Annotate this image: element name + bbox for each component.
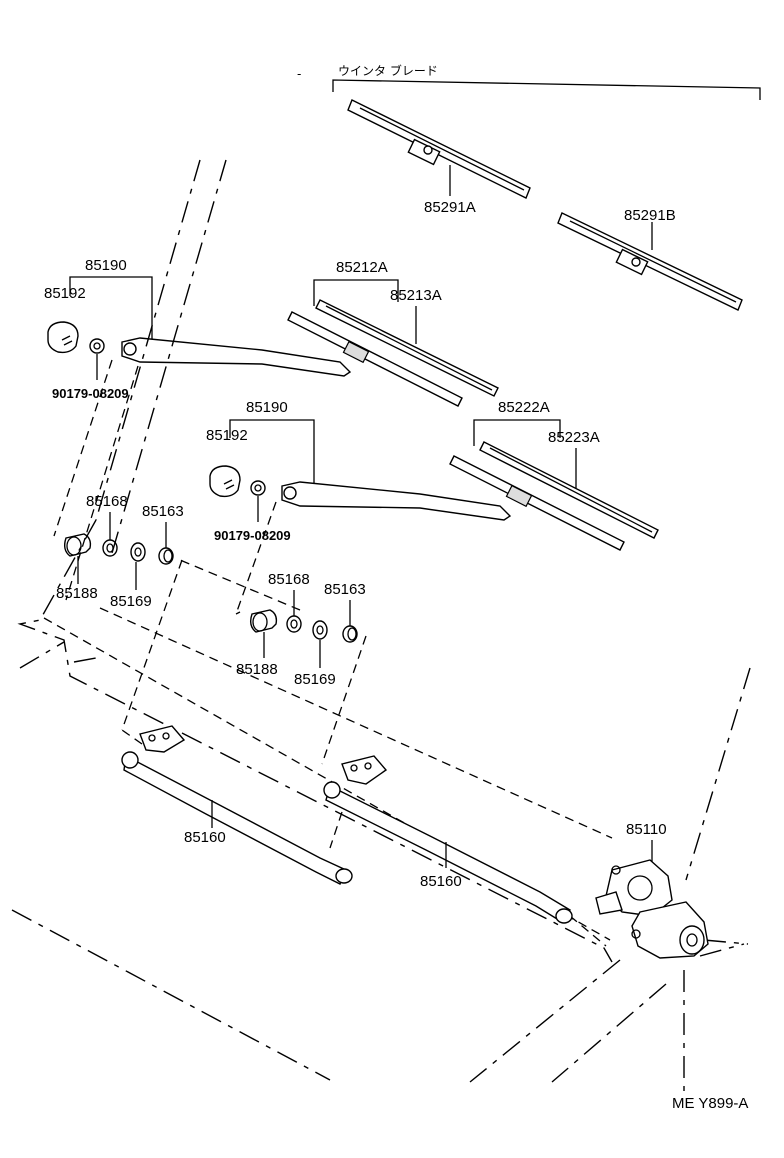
label-85163-left: 85163 [142, 503, 184, 520]
header-bracket: - ウインタ ブレード [297, 63, 761, 100]
label-90179-right: 90179-08209 [214, 528, 291, 543]
bracket-85222a [473, 419, 561, 446]
vehicle-body-outline [11, 159, 751, 1092]
label-85212a: 85212A [336, 259, 388, 276]
assembly-guide-lines [43, 359, 613, 947]
label-85169-right: 85169 [294, 671, 336, 688]
wiper-motor-85110[interactable] [595, 859, 709, 959]
label-85168-left: 85168 [86, 493, 128, 510]
bracket-85190-left [69, 276, 153, 340]
cap-85192-right[interactable] [209, 465, 241, 498]
label-85192-left: 85192 [44, 285, 86, 302]
label-85190-left: 85190 [85, 257, 127, 274]
label-90179-left: 90179-08209 [52, 386, 129, 401]
label-85168-right: 85168 [268, 571, 310, 588]
label-85291a: 85291A [424, 199, 476, 216]
label-85213a: 85213A [390, 287, 442, 304]
wiper-arm-left[interactable] [121, 337, 352, 377]
label-85192-right: 85192 [206, 427, 248, 444]
label-85160-left: 85160 [184, 829, 226, 846]
label-85110: 85110 [626, 821, 667, 838]
wiper-link-left[interactable] [121, 725, 353, 885]
washer-85169-left[interactable] [130, 542, 146, 562]
label-85188-left: 85188 [56, 585, 98, 602]
ring-85163-right[interactable] [342, 625, 358, 643]
label-85291b: 85291B [624, 207, 676, 224]
diagram-code: ME Y899-A [672, 1095, 748, 1112]
label-85190-right: 85190 [246, 399, 288, 416]
washer-85168-left[interactable] [102, 539, 118, 557]
wiper-blade-left[interactable] [287, 299, 499, 407]
bracket-85190-right [229, 419, 315, 484]
washer-85168-right[interactable] [286, 615, 302, 633]
label-85163-right: 85163 [324, 581, 366, 598]
blade-rubber-a[interactable] [347, 99, 531, 199]
label-85222a: 85222A [498, 399, 550, 416]
nut-90179-right[interactable] [250, 480, 266, 496]
label-85160-right: 85160 [420, 873, 462, 890]
cap-85192-left[interactable] [47, 321, 79, 354]
wiper-blade-right[interactable] [449, 441, 659, 551]
label-85223a: 85223A [548, 429, 600, 446]
label-85188-right: 85188 [236, 661, 278, 678]
nut-90179-left[interactable] [89, 338, 105, 354]
svg-text:-: - [297, 67, 301, 81]
ring-85163-left[interactable] [158, 547, 174, 565]
label-85169-left: 85169 [110, 593, 152, 610]
header-label: ウインタ ブレード [338, 63, 438, 78]
wiper-link-right[interactable] [323, 755, 573, 924]
bushing-85188-right[interactable] [249, 609, 278, 633]
blade-rubber-b[interactable] [557, 212, 743, 311]
bracket-85212a [313, 279, 399, 306]
wiper-arm-right[interactable] [281, 481, 512, 521]
washer-85169-right[interactable] [312, 620, 328, 640]
